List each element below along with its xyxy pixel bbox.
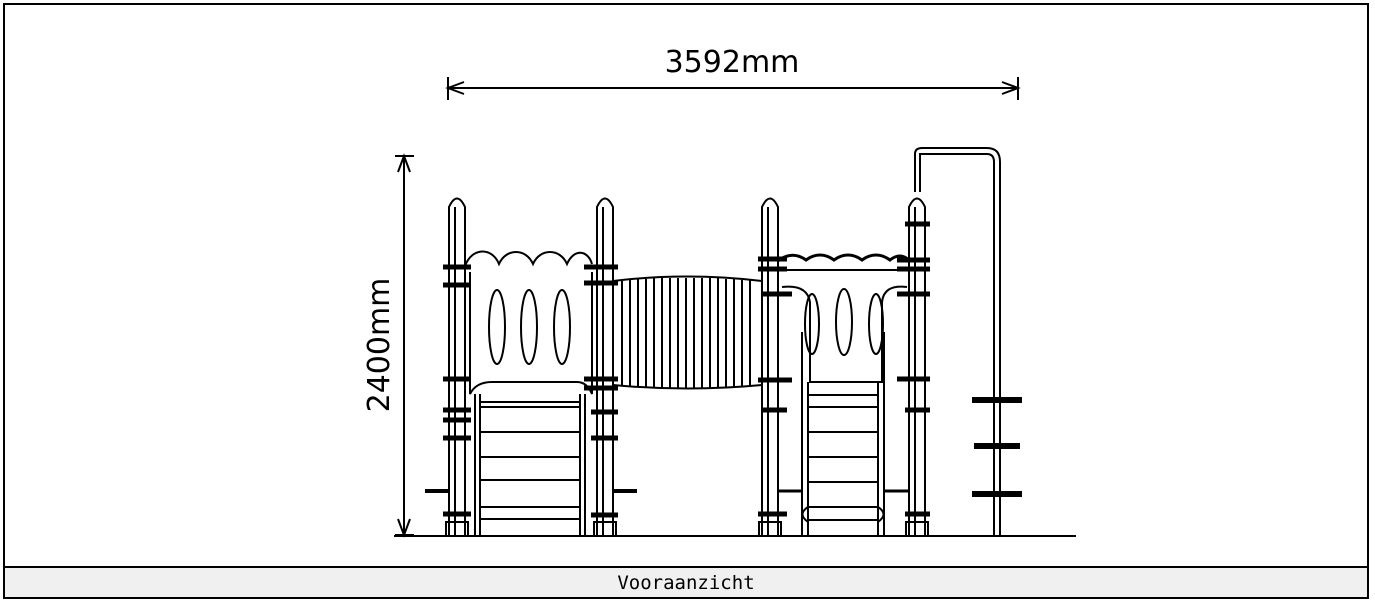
- base-plates: [445, 521, 929, 537]
- technical-drawing: 3592mm 2400mm: [5, 5, 1367, 568]
- view-caption: Vooraanzicht: [5, 568, 1367, 597]
- left-ladder: [425, 394, 637, 536]
- right-panel: [777, 253, 910, 383]
- height-dimension-label: 2400mm: [362, 278, 397, 413]
- posts: [448, 197, 926, 536]
- climbing-holds: [972, 397, 1022, 497]
- left-panel: [464, 250, 593, 395]
- width-dimension-line: [445, 77, 1021, 100]
- drawing-frame: 3592mm 2400mm Vooraanzicht: [3, 3, 1369, 599]
- tunnel-bridge: [612, 275, 763, 390]
- width-dimension-label: 3592mm: [665, 45, 800, 80]
- height-dimension-line: [395, 153, 414, 538]
- playground-elevation-svg: 3592mm 2400mm: [362, 45, 1076, 538]
- post-clamps: [443, 221, 930, 518]
- right-ladder: [778, 332, 909, 536]
- arched-pole: [914, 147, 1001, 536]
